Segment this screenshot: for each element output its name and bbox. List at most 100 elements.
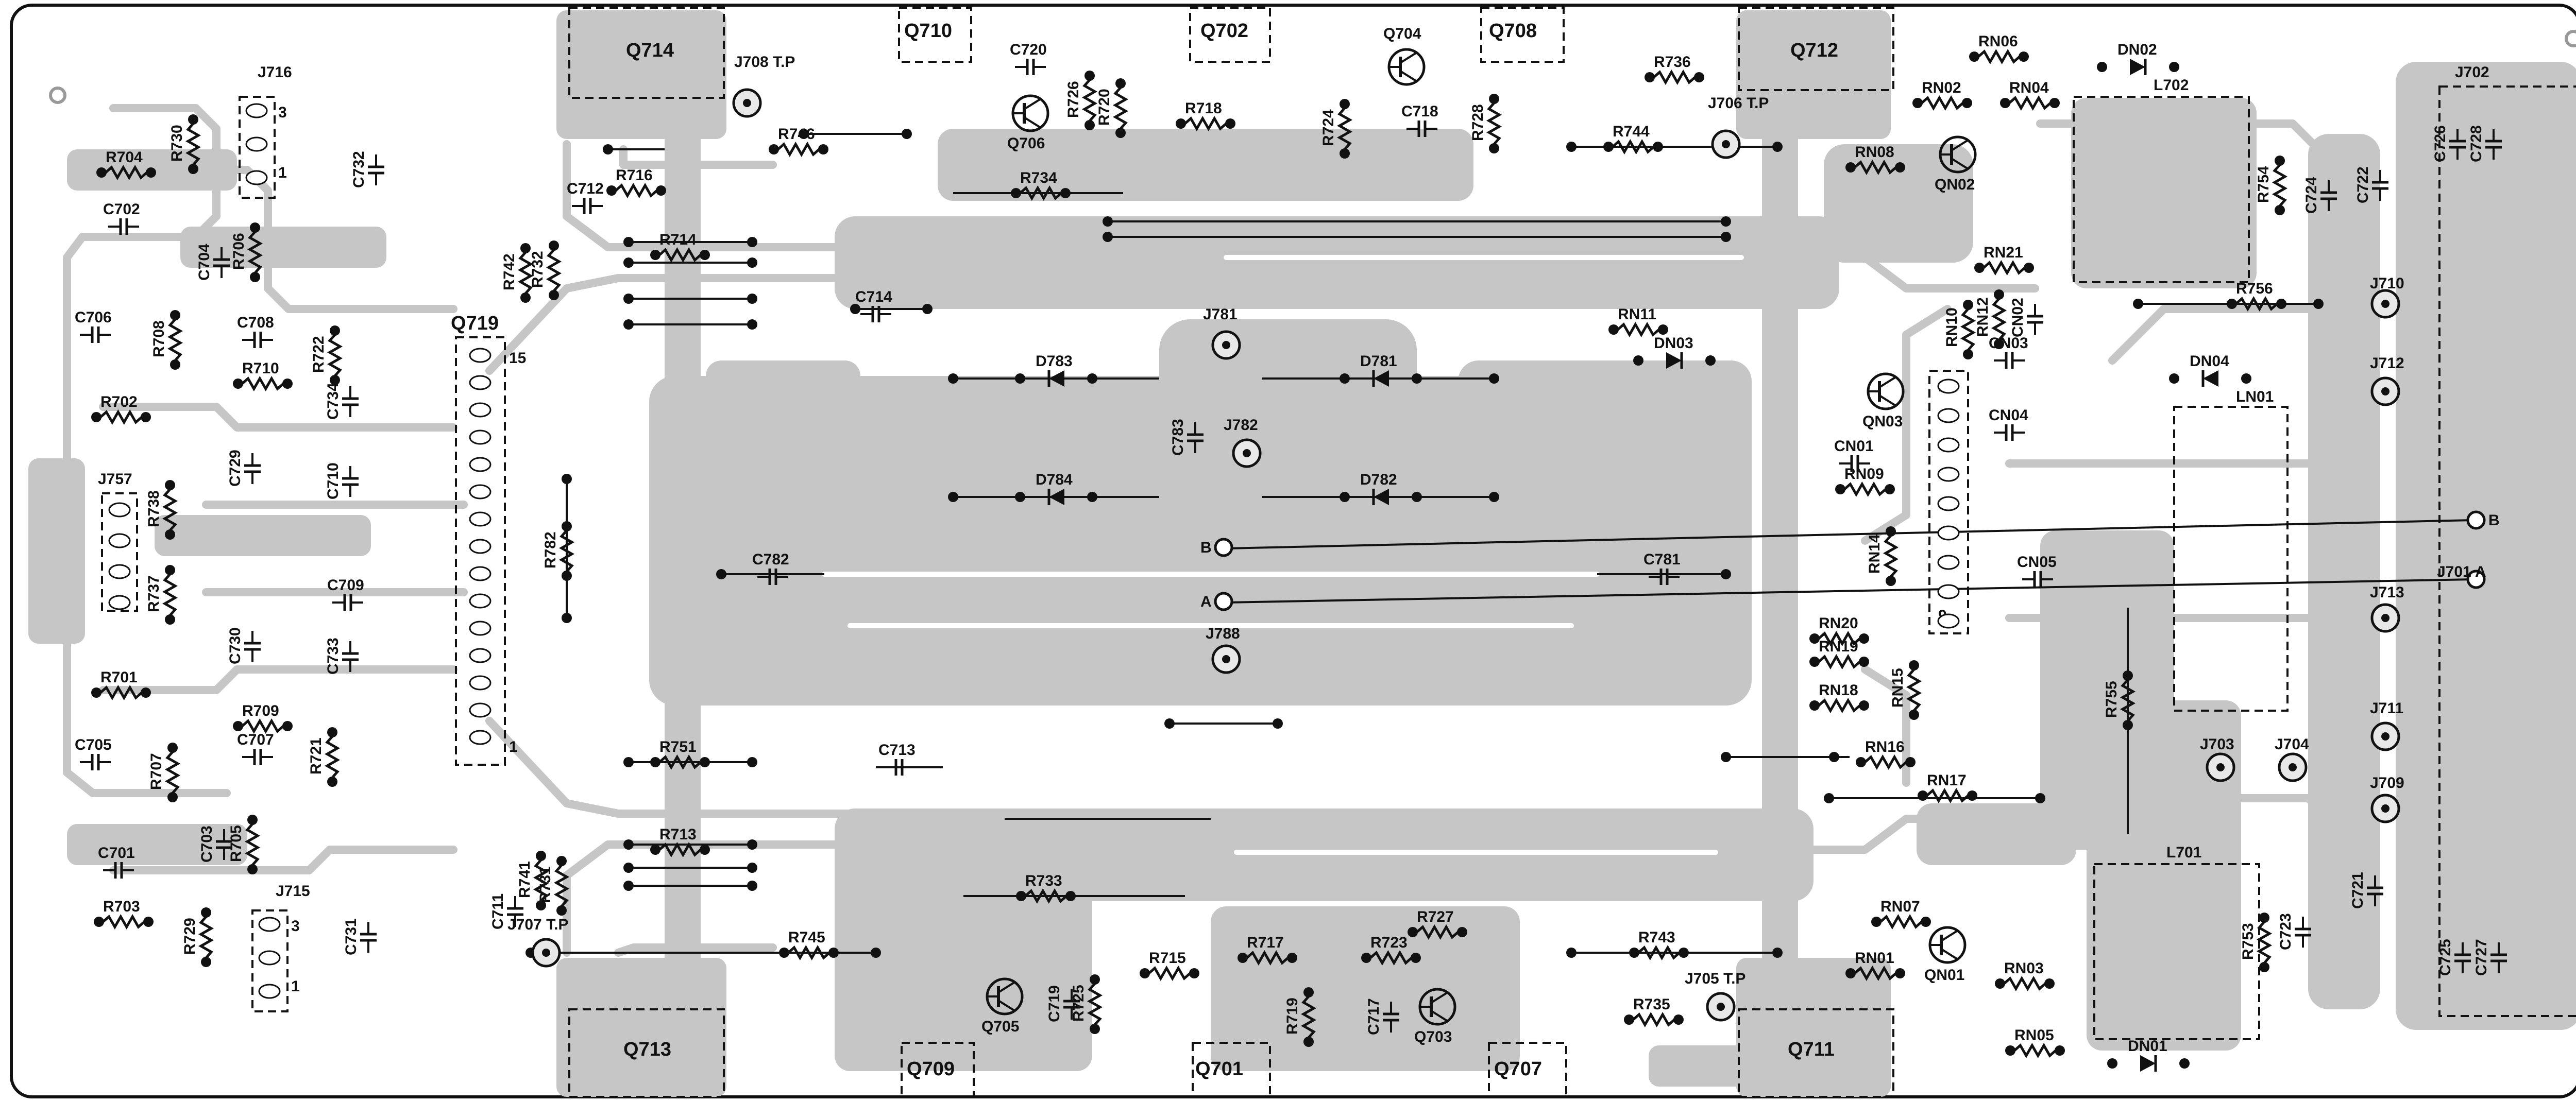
resistor-label: R751 <box>659 738 697 755</box>
capacitor-label: C720 <box>1010 41 1047 58</box>
resistor-label: RN17 <box>1927 772 1967 789</box>
via <box>549 290 559 300</box>
via <box>1824 793 1834 803</box>
capacitor-label: C781 <box>1643 551 1681 568</box>
via <box>700 845 710 855</box>
resistor-label: RN09 <box>1844 466 1884 483</box>
resistor-label: R720 <box>1096 89 1113 126</box>
resistor-label: RN08 <box>1855 144 1894 161</box>
via <box>1835 484 1845 494</box>
transistor-label: QN01 <box>1924 967 1964 984</box>
via <box>1273 718 1283 729</box>
resistor-symbol <box>1617 321 1660 338</box>
via <box>1969 51 1979 62</box>
resistor-symbol <box>1486 102 1502 145</box>
via <box>2055 1045 2065 1056</box>
q719-pin <box>469 375 492 390</box>
test-points <box>531 88 2400 1022</box>
via <box>623 319 634 330</box>
ic-q712-label: Q712 <box>1790 40 1838 61</box>
q719-pin <box>469 593 492 609</box>
diode-symbol <box>1374 489 1389 505</box>
resistor-label: R701 <box>100 669 138 686</box>
resistor-symbol <box>102 914 145 930</box>
via <box>1087 492 1097 502</box>
resistor-label: R702 <box>100 393 138 410</box>
test-point-label: J708 T.P <box>734 54 795 71</box>
j716-pin <box>245 103 268 118</box>
via <box>1087 373 1097 384</box>
via <box>2000 98 2010 108</box>
transistor-label: Q705 <box>981 1018 1019 1035</box>
ic-q714-label: Q714 <box>626 40 674 61</box>
via <box>2275 156 2285 166</box>
via <box>716 569 726 579</box>
connector-label: J716 <box>258 64 292 81</box>
capacitor-label: C724 <box>2303 177 2320 214</box>
diode-symbol <box>2203 370 2218 387</box>
via <box>1140 968 1150 978</box>
resistor-label: RN10 <box>1943 307 1960 347</box>
resistor-symbol <box>1921 95 1964 111</box>
resistor-symbol <box>1879 914 1923 930</box>
pour-slots <box>822 255 1744 855</box>
via <box>96 167 107 178</box>
via <box>1225 118 1235 129</box>
via <box>1721 232 1731 242</box>
via <box>1303 987 1314 997</box>
resistor-symbol <box>1982 260 2026 276</box>
via <box>623 257 634 268</box>
via <box>2019 51 2029 62</box>
connector-label: LN01 <box>2236 388 2274 405</box>
diode-label: D781 <box>1360 353 1397 370</box>
resistor-label: RN01 <box>1855 950 1894 967</box>
capacitor-label: C712 <box>567 180 604 197</box>
via <box>948 373 958 384</box>
via <box>549 240 559 251</box>
j757-pin <box>108 564 131 579</box>
capacitor-label: C705 <box>75 736 112 753</box>
via <box>1629 948 1639 958</box>
resistor-symbol <box>2008 95 2052 111</box>
q719-pin <box>469 484 492 500</box>
resistor-label: R706 <box>230 233 247 270</box>
resistor-label: R704 <box>106 149 143 166</box>
resistor-label: R732 <box>529 251 546 288</box>
resistor-symbol <box>167 318 183 362</box>
via <box>282 379 293 389</box>
test-point-label: J710 <box>2370 275 2404 292</box>
via <box>1845 162 1856 173</box>
via <box>623 294 634 304</box>
resistor-symbol <box>787 944 831 961</box>
via <box>1189 968 1199 978</box>
resistor-symbol <box>658 841 702 858</box>
via <box>247 815 258 825</box>
svg-text:1: 1 <box>291 978 300 995</box>
resistor-label: R722 <box>310 336 327 373</box>
via <box>91 412 101 422</box>
ic-q710-label: Q710 <box>904 20 952 42</box>
via <box>2276 299 2286 309</box>
capacitor-label: C729 <box>227 450 244 487</box>
resistor-symbol <box>1112 87 1129 130</box>
capacitor-label: C723 <box>2277 913 2294 950</box>
resistor-symbol <box>558 529 575 573</box>
resistor-symbol <box>1818 697 1861 714</box>
via <box>165 480 175 490</box>
via <box>948 492 958 502</box>
via <box>1905 757 1916 767</box>
via <box>520 243 531 253</box>
resistor-label: R754 <box>2255 166 2272 203</box>
qn04-pin <box>1937 555 1960 570</box>
via <box>2227 299 2237 309</box>
resistor-symbol <box>546 249 562 292</box>
resistor-label: R705 <box>228 825 245 862</box>
via <box>650 845 660 855</box>
via <box>2169 373 2179 384</box>
resistor-label: R710 <box>242 360 279 377</box>
via <box>1829 752 1839 762</box>
via <box>1015 373 1025 384</box>
via <box>170 359 180 370</box>
resistor-symbol <box>1184 115 1227 132</box>
via <box>1658 324 1668 335</box>
